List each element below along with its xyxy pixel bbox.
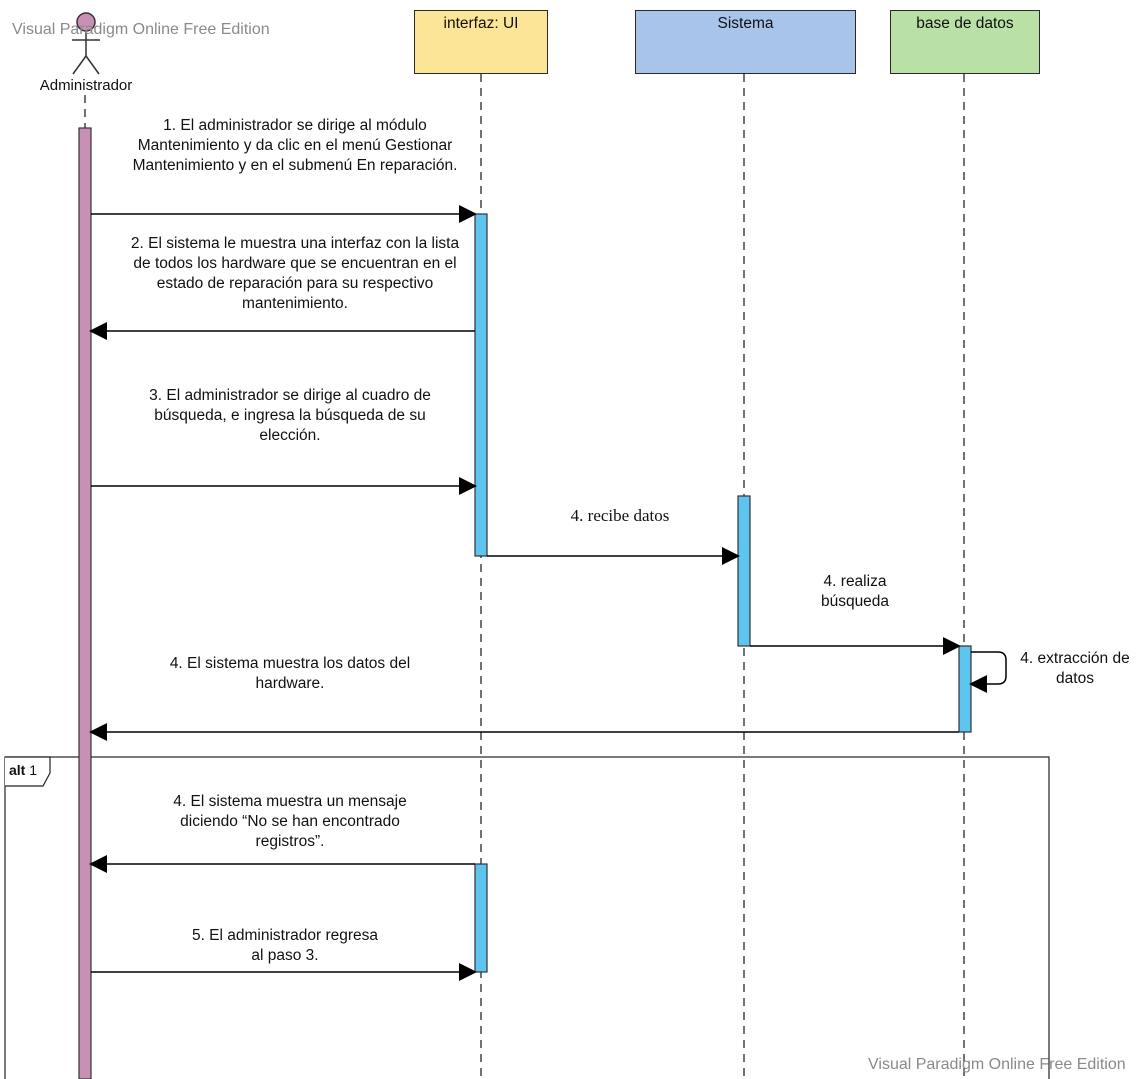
alt-fragment-frame: [4, 756, 1050, 1079]
message-label-4: 4. recibe datos: [570, 506, 670, 525]
message-label-2: 2. El sistema le muestra una interfaz co…: [130, 235, 460, 312]
ui-activation-bar-2: [474, 863, 488, 973]
actor-activation-bar: [78, 127, 92, 1079]
lifeline-header-sistema[interactable]: Sistema: [635, 10, 856, 74]
message-label-1: 1. El administrador se dirige al módulo …: [132, 117, 458, 174]
alt-guard: 1: [29, 762, 38, 778]
actor-icon: [72, 12, 100, 75]
base-de-datos-activation-bar: [958, 645, 972, 733]
lifeline-header-interfaz-ui[interactable]: interfaz: UI: [414, 10, 548, 74]
message-label-8: 4. El sistema muestra un mensaje diciend…: [173, 793, 407, 850]
alt-operator: alt: [9, 762, 26, 778]
message-label-9: 5. El administrador regresa al paso 3.: [191, 927, 379, 964]
actor-label: Administrador: [39, 77, 133, 94]
message-label-7: 4. El sistema muestra los datos del hard…: [169, 655, 411, 692]
self-message-arrow-6: [969, 651, 1007, 693]
lifeline-header-base-de-datos[interactable]: base de datos: [890, 10, 1040, 74]
message-label-6: 4. extracción de datos: [1020, 650, 1130, 687]
message-label-5: 4. realiza búsqueda: [820, 573, 890, 610]
message-label-3: 3. El administrador se dirige al cuadro …: [149, 387, 431, 444]
watermark-top: Visual Paradigm Online Free Edition: [12, 21, 270, 38]
ui-activation-bar-1: [474, 213, 488, 557]
watermark-bottom: Visual Paradigm Online Free Edition: [868, 1056, 1126, 1073]
alt-fragment-label: alt 1: [9, 762, 37, 778]
sistema-activation-bar: [737, 495, 751, 647]
